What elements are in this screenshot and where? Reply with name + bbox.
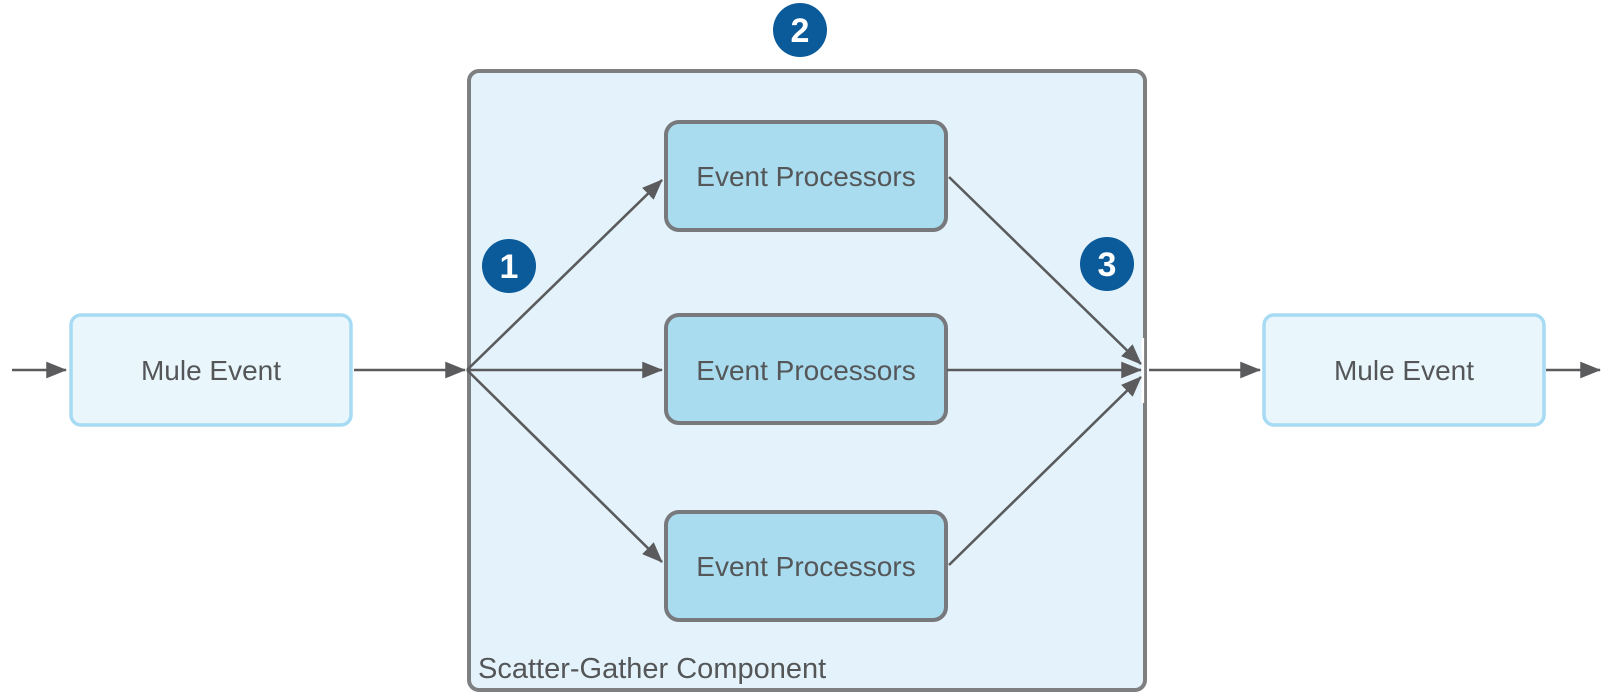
- event-processors-box-bottom: [664, 510, 948, 622]
- event-processors-box-middle: [664, 313, 948, 425]
- mule-event-in-box: [69, 313, 353, 427]
- arrow-bottom-to-gather: [948, 376, 1142, 566]
- badge-1-label: 1: [500, 248, 519, 286]
- scatter-gather-title: Scatter-Gather Component: [478, 653, 826, 685]
- badge-3-circle: [1080, 237, 1134, 291]
- event-processors-box-top: [664, 120, 948, 232]
- event-processors-middle-label: Event Processors: [696, 355, 915, 386]
- arrow-scatter-to-top: [466, 179, 663, 371]
- badge-2-circle: [773, 3, 827, 57]
- event-processors-bottom-label: Event Processors: [696, 551, 915, 582]
- badge-2-label: 2: [791, 12, 810, 50]
- badge-1-circle: [482, 239, 536, 293]
- arrow-scatter-to-bottom: [466, 369, 663, 563]
- mule-event-in-label: Mule Event: [141, 355, 281, 386]
- event-processors-top-label: Event Processors: [696, 161, 915, 192]
- gather-merge-bar: [1141, 338, 1145, 403]
- badge-3-label: 3: [1098, 246, 1117, 284]
- mule-event-out-box: [1262, 313, 1546, 427]
- arrow-top-to-gather: [948, 176, 1142, 365]
- mule-event-out-label: Mule Event: [1334, 355, 1474, 386]
